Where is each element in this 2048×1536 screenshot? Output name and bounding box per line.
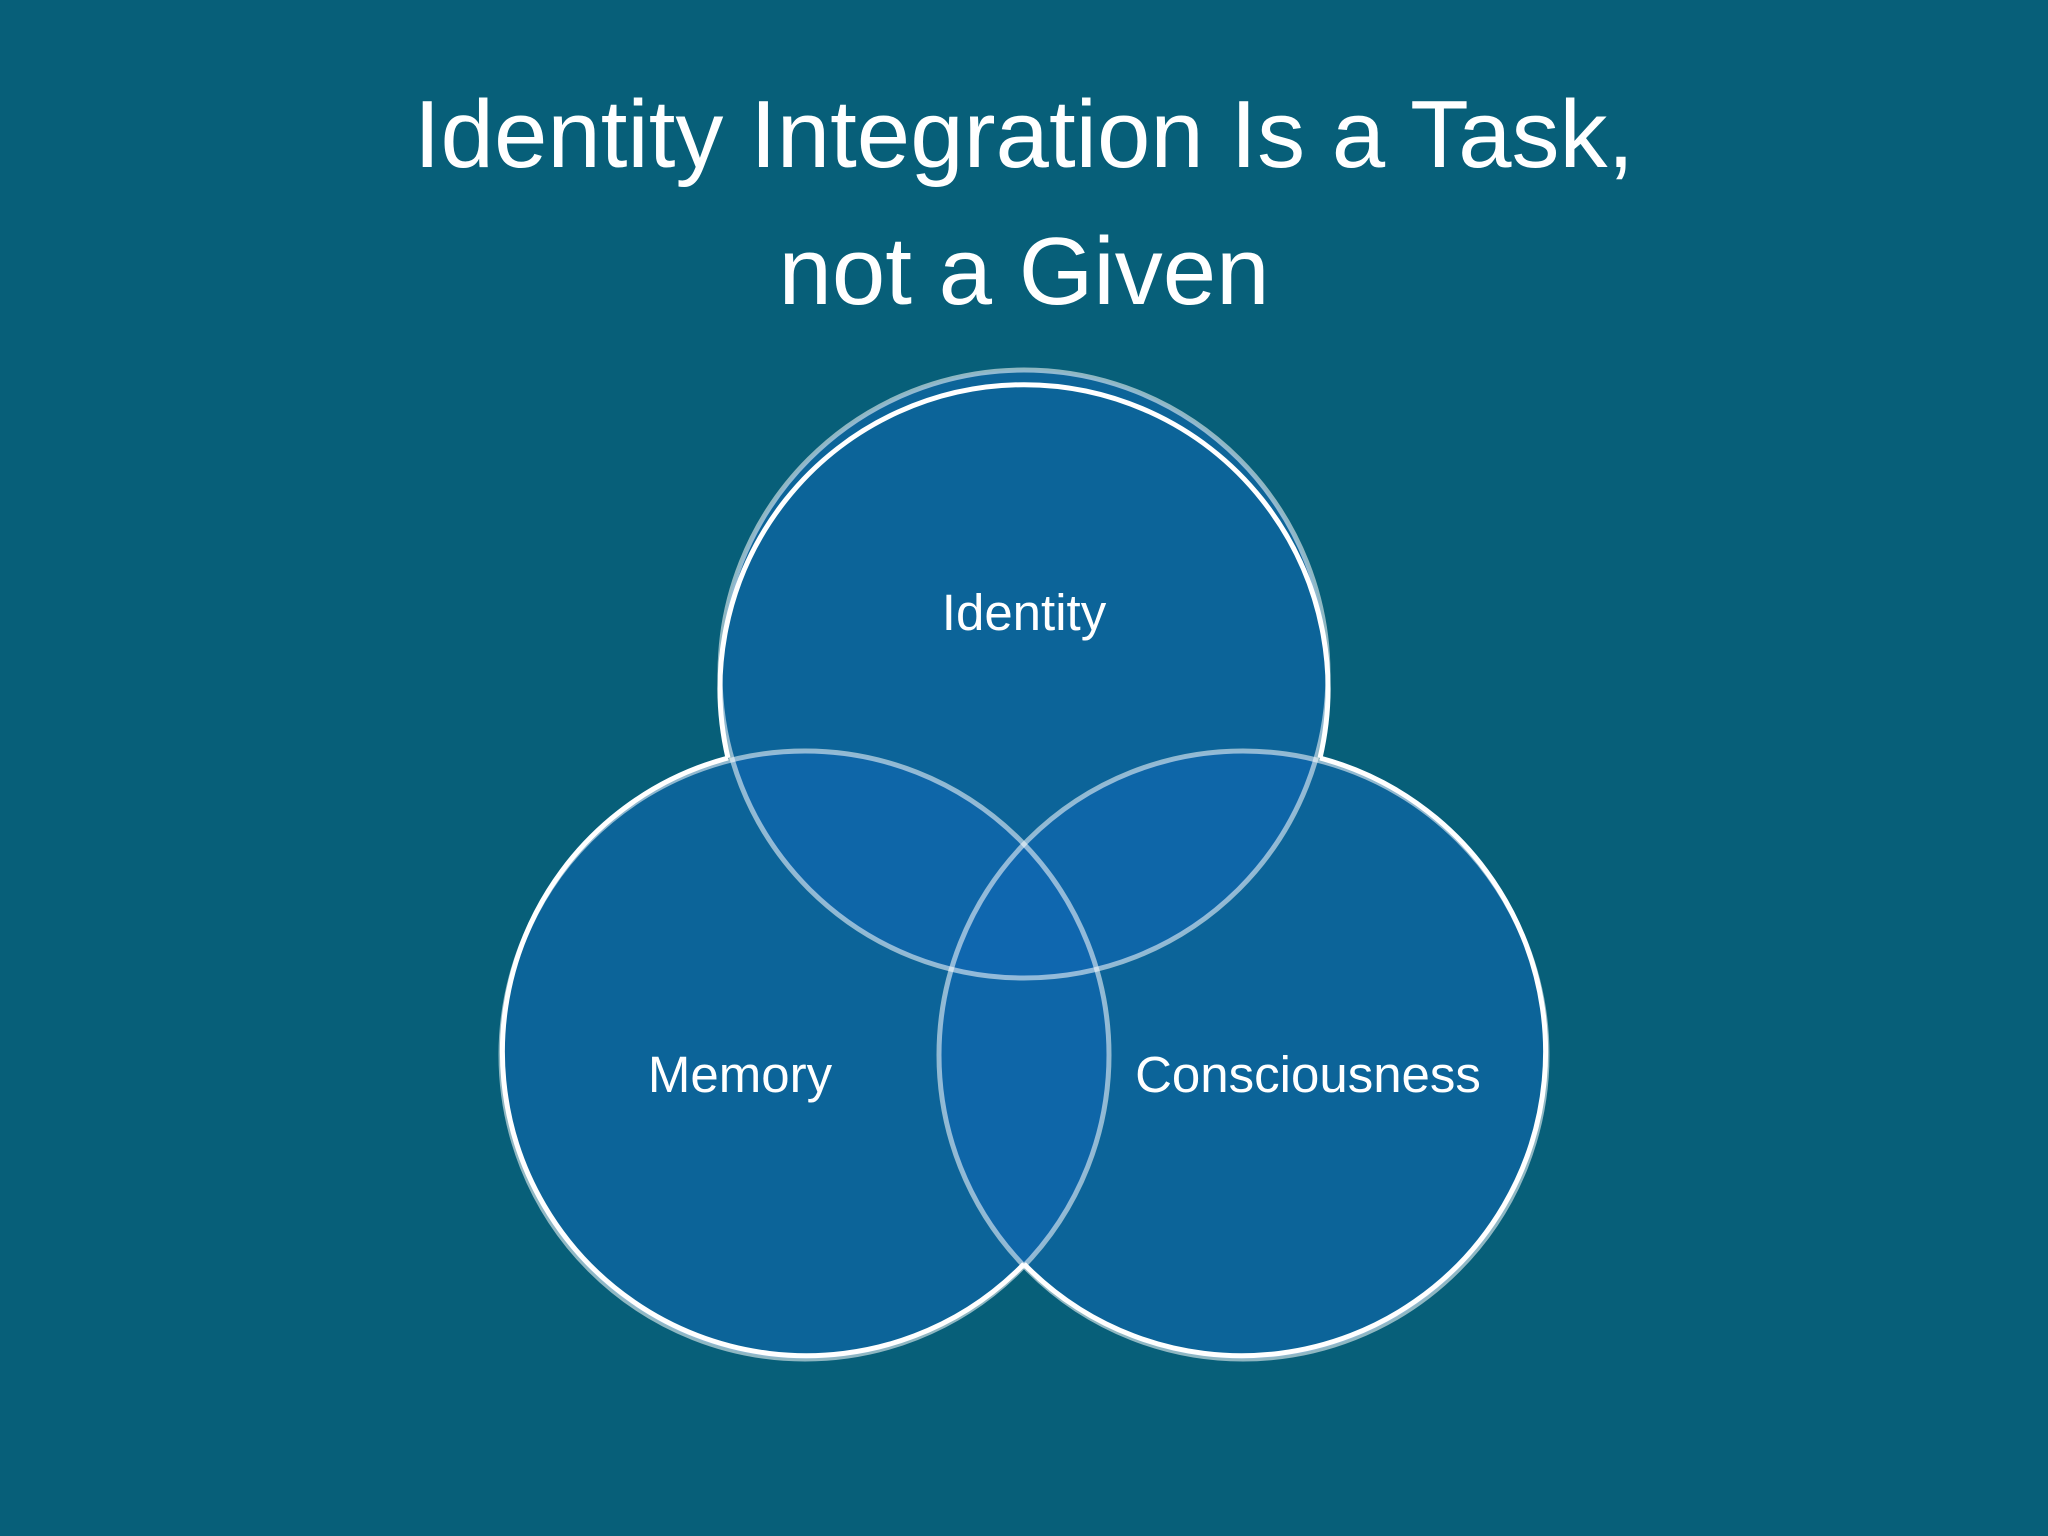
venn-label-memory: Memory [648,1046,833,1103]
venn-label-identity: Identity [942,584,1107,641]
venn-arc-memory [499,755,1026,1359]
venn-arc-consciousness [1022,755,1549,1359]
venn-circle-consciousness-fill [939,751,1547,1359]
slide-title-line-1: Identity Integration Is a Task, [413,81,1635,188]
venn-label-consciousness: Consciousness [1135,1046,1481,1103]
venn-circle-memory-fill [501,751,1109,1359]
slide-title: Identity Integration Is a Task, not a Gi… [0,66,2048,340]
venn-arc-identity [717,382,1331,759]
slide-title-line-2: not a Given [778,218,1270,325]
